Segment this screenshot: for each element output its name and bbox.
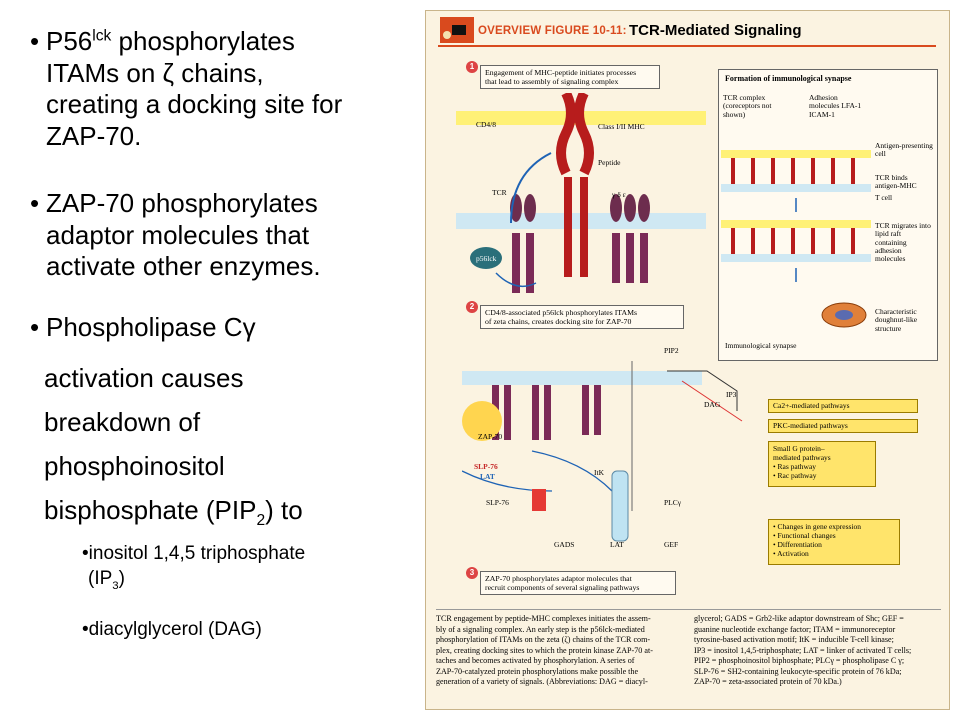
- bullet-p56lck: • P56lck phosphorylates ITAMs on ζ chain…: [30, 26, 343, 152]
- sub-bullet-dag: •diacylglycerol (DAG): [82, 619, 262, 640]
- bullet-phospholipase: • Phospholipase Cγ: [30, 312, 256, 342]
- synapse-title: Formation of immunological synapse: [725, 74, 852, 83]
- caption-left: TCR engagement by peptide-MHC complexes …: [436, 614, 653, 687]
- sub-bullet-ip3: •inositol 1,4,5 triphosphate (IP3): [82, 543, 306, 592]
- overview-label: OVERVIEW FIGURE 10-11:: [478, 25, 627, 37]
- ip3-label: IP3: [726, 390, 737, 399]
- itk-label: ItK: [594, 468, 604, 477]
- tcr-label: TCR: [492, 188, 507, 197]
- overview-logo-icon: [440, 17, 474, 43]
- doughnut-icon: [821, 302, 867, 328]
- binds-label: TCR binds antigen-MHC: [875, 173, 917, 191]
- plcg-label: PLCγ: [664, 498, 682, 507]
- signaling-complex-diagram: [462, 361, 743, 542]
- tcr-complex-label: TCR complex (coreceptors not shown): [723, 93, 772, 119]
- doughnut-label: Characteristic doughnut-like structure: [875, 307, 918, 333]
- tcr-engagement-diagram: [456, 93, 706, 293]
- ca-pathway-box: Ca2+-mediated pathways: [768, 399, 918, 413]
- small-g-box: Small G protein–mediated pathways • Ras …: [768, 441, 876, 487]
- pip2-label: PIP2: [664, 346, 679, 355]
- step-1-badge: 1: [466, 61, 478, 73]
- adhesion-label: Adhesion molecules LFA-1 ICAM-1: [809, 93, 862, 119]
- synapse-membranes: [721, 150, 871, 282]
- slp76-label: SLP-76: [486, 498, 509, 507]
- gef-label: GEF: [664, 540, 679, 549]
- gads-label: GADS: [554, 540, 575, 549]
- tcell-label: T cell: [875, 193, 893, 202]
- bullet-zap70: • ZAP-70 phosphorylates adaptor molecule…: [30, 188, 321, 282]
- bullet-phospholipase-cont: activation causes breakdown of phosphoin…: [44, 363, 303, 530]
- lat-blue-label: LAT: [480, 472, 495, 481]
- bullet-text-area: • P56lck phosphorylates ITAMs on ζ chain…: [0, 0, 420, 720]
- dag-label: DAG: [704, 400, 721, 409]
- slp76-lat-red-label: SLP-76: [474, 462, 498, 471]
- outcomes-box: • Changes in gene expression• Functional…: [768, 519, 900, 565]
- step-1-box: Engagement of MHC-peptide initiates proc…: [480, 65, 660, 89]
- p56lck-label: p56lck: [476, 254, 497, 263]
- apc-label: Antigen-presenting cell: [875, 141, 933, 159]
- zap70-label: ZAP-70: [478, 432, 503, 441]
- peptide-label: Peptide: [598, 158, 621, 167]
- figure-title: TCR-Mediated Signaling: [629, 22, 802, 39]
- cd48-label: CD4/8: [476, 120, 497, 129]
- pkc-pathway-box: PKC-mediated pathways: [768, 419, 918, 433]
- immsyn-label: Immunological synapse: [725, 341, 797, 350]
- caption-right: glycerol; GADS = Grb2-like adaptor downs…: [694, 614, 912, 687]
- tcr-signaling-figure: OVERVIEW FIGURE 10-11: TCR-Mediated Sign…: [425, 10, 950, 710]
- header-rule: [438, 45, 936, 47]
- gamma-delta-epsilon-label: γ δ ε: [612, 190, 626, 199]
- mhc-label: Class I/II MHC: [598, 122, 645, 131]
- migrates-label: TCR migrates into lipid raft containing …: [875, 221, 931, 263]
- lat-label: LAT: [610, 540, 624, 549]
- synapse-box: Formation of immunological synapse TCR c…: [718, 69, 938, 361]
- figure-header: OVERVIEW FIGURE 10-11: TCR-Mediated Sign…: [426, 11, 949, 51]
- step-2-badge: 2: [466, 301, 478, 313]
- step-2-box: CD4/8-associated p56lck phosphorylates I…: [480, 305, 684, 329]
- step-3-box: ZAP-70 phosphorylates adaptor molecules …: [480, 571, 676, 595]
- step-3-badge: 3: [466, 567, 478, 579]
- figure-caption: TCR engagement by peptide-MHC complexes …: [436, 609, 941, 706]
